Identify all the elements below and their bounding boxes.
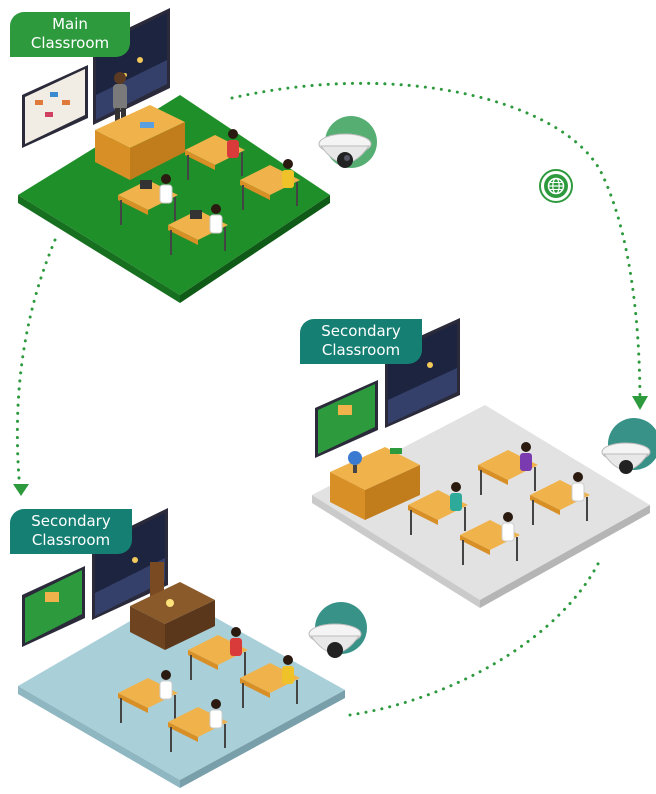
- secondary-classroom-bottom: [18, 508, 367, 788]
- secondary-bottom-label-line2: Classroom: [31, 531, 111, 549]
- secondary-right-label-line1: Secondary: [321, 322, 401, 340]
- secondary-bottom-floor: [18, 595, 345, 780]
- connection-secondary-bottom-to-right: [348, 558, 602, 717]
- secondary-right-teacher-desk: [330, 447, 420, 520]
- secondary-right-student-desks: [408, 442, 590, 565]
- secondary-right-classroom-label: Secondary Classroom: [300, 319, 422, 364]
- arrowhead-left: [13, 484, 29, 496]
- connection-main-to-secondary-right: [230, 81, 642, 407]
- secondary-right-dome-camera-icon: [601, 418, 656, 474]
- secondary-right-label-line2: Classroom: [321, 341, 401, 359]
- main-student-desks: [118, 129, 300, 255]
- main-teacher: [113, 72, 127, 126]
- secondary-classroom-right: [312, 318, 656, 608]
- secondary-bottom-classroom-label: Secondary Classroom: [10, 509, 132, 554]
- main-dome-camera-icon: [318, 116, 377, 168]
- secondary-bottom-side-monitor: [22, 566, 85, 647]
- main-classroom-label-line1: Main: [52, 15, 88, 33]
- main-classroom-label-line2: Classroom: [30, 34, 110, 52]
- arrowhead-right: [632, 396, 648, 410]
- secondary-bottom-label-line1: Secondary: [31, 512, 111, 530]
- connection-lines: [15, 81, 642, 717]
- secondary-bottom-student-desks: [118, 627, 300, 752]
- main-teacher-desk: [95, 105, 185, 180]
- secondary-bottom-teacher-desk: [130, 562, 215, 650]
- main-classroom: [18, 8, 377, 303]
- secondary-bottom-dome-camera-icon: [308, 602, 367, 658]
- main-side-monitor: [22, 65, 88, 148]
- secondary-right-side-monitor: [315, 380, 378, 458]
- main-classroom-label: Main Classroom: [10, 12, 130, 57]
- globe-network-icon: [539, 169, 573, 203]
- connection-main-to-secondary-bottom: [15, 238, 57, 492]
